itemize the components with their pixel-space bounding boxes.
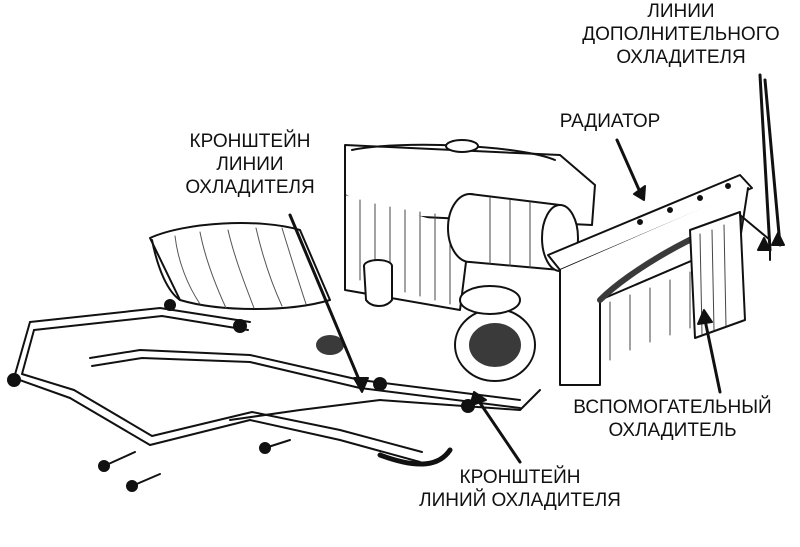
oil-filter: [363, 259, 393, 307]
label-line: ВСПОМОГАТЕЛЬНЫЙ: [573, 397, 772, 418]
aux-cooler-lines-label: ЛИНИИ ДОПОЛНИТЕЛЬНОГО ОХЛАДИТЕЛЯ: [556, 0, 800, 69]
air-intake-duct: [149, 222, 331, 310]
cooler-lines: [7, 299, 541, 467]
label-line: ОХЛАДИТЕЛЬ: [608, 420, 737, 441]
auxiliary-cooler-body: [689, 211, 771, 339]
auxiliary-cooler-label: ВСПОМОГАТЕЛЬНЫЙ ОХЛАДИТЕЛЬ: [545, 396, 800, 442]
label-line: ДОПОЛНИТЕЛЬНОГО: [582, 24, 780, 45]
cooler-line-bracket-label: КРОНШТЕЙН ЛИНИИ ОХЛАДИТЕЛЯ: [150, 130, 350, 199]
label-line: ОХЛАДИТЕЛЯ: [185, 177, 315, 198]
cooler-lines-bracket-label: КРОНШТЕЙН ЛИНИЙ ОХЛАДИТЕЛЯ: [395, 466, 645, 512]
radiator-label: РАДИАТОР: [540, 110, 680, 133]
label-line: КРОНШТЕЙН: [189, 131, 311, 152]
label-line: КРОНШТЕЙН: [459, 467, 581, 488]
leader-lines: [288, 73, 785, 464]
label-line: ЛИНИИ: [647, 1, 715, 22]
label-line: ЛИНИЙ ОХЛАДИТЕЛЯ: [419, 490, 621, 511]
label-line: ЛИНИИ: [216, 154, 284, 175]
pulley: [316, 285, 536, 382]
bolts: [98, 377, 475, 492]
label-line: РАДИАТОР: [559, 111, 661, 132]
label-line: ОХЛАДИТЕЛЯ: [616, 47, 746, 68]
